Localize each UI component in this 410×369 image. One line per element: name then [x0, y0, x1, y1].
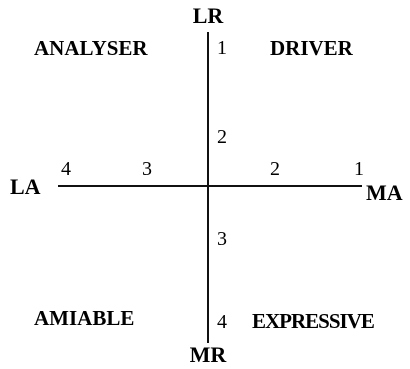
- quadrant-label-bottom-left: AMIABLE: [34, 306, 134, 330]
- tick-label: 2: [270, 158, 280, 180]
- axis-label-left: LA: [10, 174, 41, 199]
- quadrant-label-bottom-right: EXPRESSIVE: [252, 309, 374, 333]
- quadrant-label-top-right: DRIVER: [270, 36, 354, 60]
- axis-label-right: MA: [366, 180, 403, 205]
- quadrant-label-top-left: ANALYSER: [34, 36, 148, 60]
- tick-label: 1: [354, 158, 364, 180]
- tick-label: 4: [217, 311, 227, 333]
- tick-label: 4: [61, 158, 71, 180]
- tick-label: 1: [217, 37, 227, 59]
- axis-label-top: LR: [193, 3, 225, 28]
- axis-label-bottom: MR: [190, 342, 228, 367]
- tick-label: 3: [217, 228, 227, 250]
- tick-label: 2: [217, 126, 227, 148]
- tick-label: 3: [142, 158, 152, 180]
